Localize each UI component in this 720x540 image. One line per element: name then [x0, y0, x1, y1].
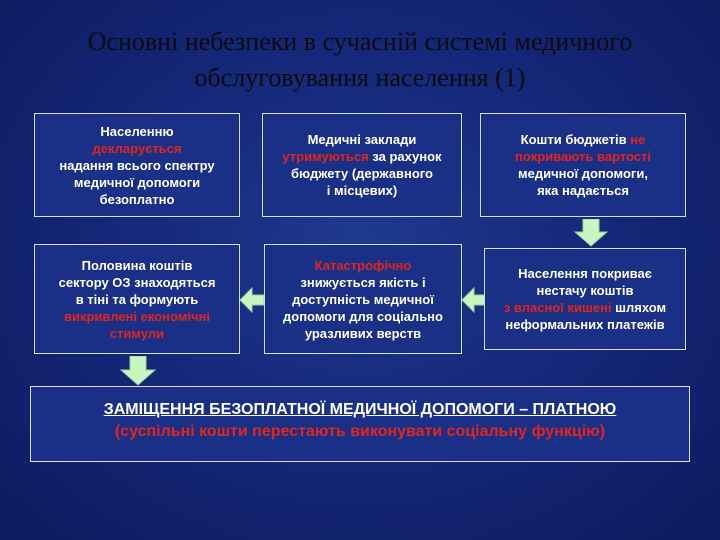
box6-line-3-red: з власної кишені [503, 300, 612, 315]
box-shadow-funds: Половина коштів сектору ОЗ знаходяться в… [34, 244, 240, 354]
box4-line-2: сектору ОЗ знаходяться [58, 274, 216, 290]
arrow-down-icon [120, 356, 156, 386]
box2-line-2-red: утримуються [282, 149, 369, 164]
box2-line-2-rest: за рахунок [368, 149, 442, 164]
box3-line-3: медичної допомоги, [518, 166, 648, 181]
arrow-left-icon [239, 286, 265, 314]
conclusion-box: ЗАМІЩЕННЯ БЕЗОПЛАТНОЇ МЕДИЧНОЇ ДОПОМОГИ … [30, 386, 690, 462]
box-quality-drops: Катастрофічно знижується якість і доступ… [264, 244, 462, 354]
box4-line-3: в тіні та формують [75, 291, 199, 307]
box-budget-not-covering: Кошти бюджетів не покривають вартості ме… [480, 113, 686, 217]
box-declared-free-care: Населенню декларується надання всього сп… [34, 113, 240, 217]
box3-line-2: покривають вартості [514, 149, 652, 164]
box5-line-1: Катастрофічно [314, 257, 412, 273]
box4-line-4: викривлені економічні [63, 308, 210, 324]
box4-line-5: стимули [109, 325, 165, 341]
box2-line-1: Медичні заклади [307, 132, 417, 147]
slide-title-line-2: обслуговування населення (1) [194, 63, 526, 92]
box3-line-1-start: Кошти бюджетів [520, 132, 631, 147]
conclusion-line-1: ЗАМІЩЕННЯ БЕЗОПЛАТНОЇ МЕДИЧНОЇ ДОПОМОГИ … [103, 401, 617, 418]
box5-line-2: знижується якість і [300, 274, 426, 290]
box3-line-1-red: не [630, 132, 646, 147]
box-out-of-pocket: Населення покриває нестачу коштів з влас… [484, 248, 686, 350]
arrow-down-icon [574, 219, 608, 247]
box4-line-1: Половина коштів [81, 257, 193, 273]
box1-line-2: декларується [92, 140, 182, 156]
box5-line-5: уразливих верств [304, 325, 422, 341]
box-facilities-funded: Медичні заклади утримуються за рахунок б… [262, 113, 462, 217]
box1-line-1: Населенню [100, 123, 174, 139]
box1-line-4: медичної допомоги [73, 174, 201, 190]
slide-title-line-1: Основні небезпеки в сучасній системі мед… [87, 27, 633, 56]
box1-line-5: безоплатно [99, 191, 175, 207]
box3-line-4: яка надається [537, 183, 629, 198]
box2-line-3: бюджету (державного [290, 166, 433, 181]
box1-line-3: надання всього спектру [59, 157, 215, 173]
slide-title: Основні небезпеки в сучасній системі мед… [0, 24, 720, 96]
box6-line-1: Населення покриває [518, 266, 652, 281]
box5-line-4: допомоги для соціально [283, 308, 443, 324]
box6-line-4: неформальних платежів [505, 317, 665, 332]
box5-line-3: доступність медичної [292, 291, 434, 307]
box2-line-4: і місцевих) [326, 183, 398, 198]
box6-line-2: нестачу коштів [536, 283, 634, 298]
box6-line-3-rest: шляхом [611, 300, 667, 315]
conclusion-line-2: (суспільні кошти перестають виконувати с… [114, 423, 606, 440]
